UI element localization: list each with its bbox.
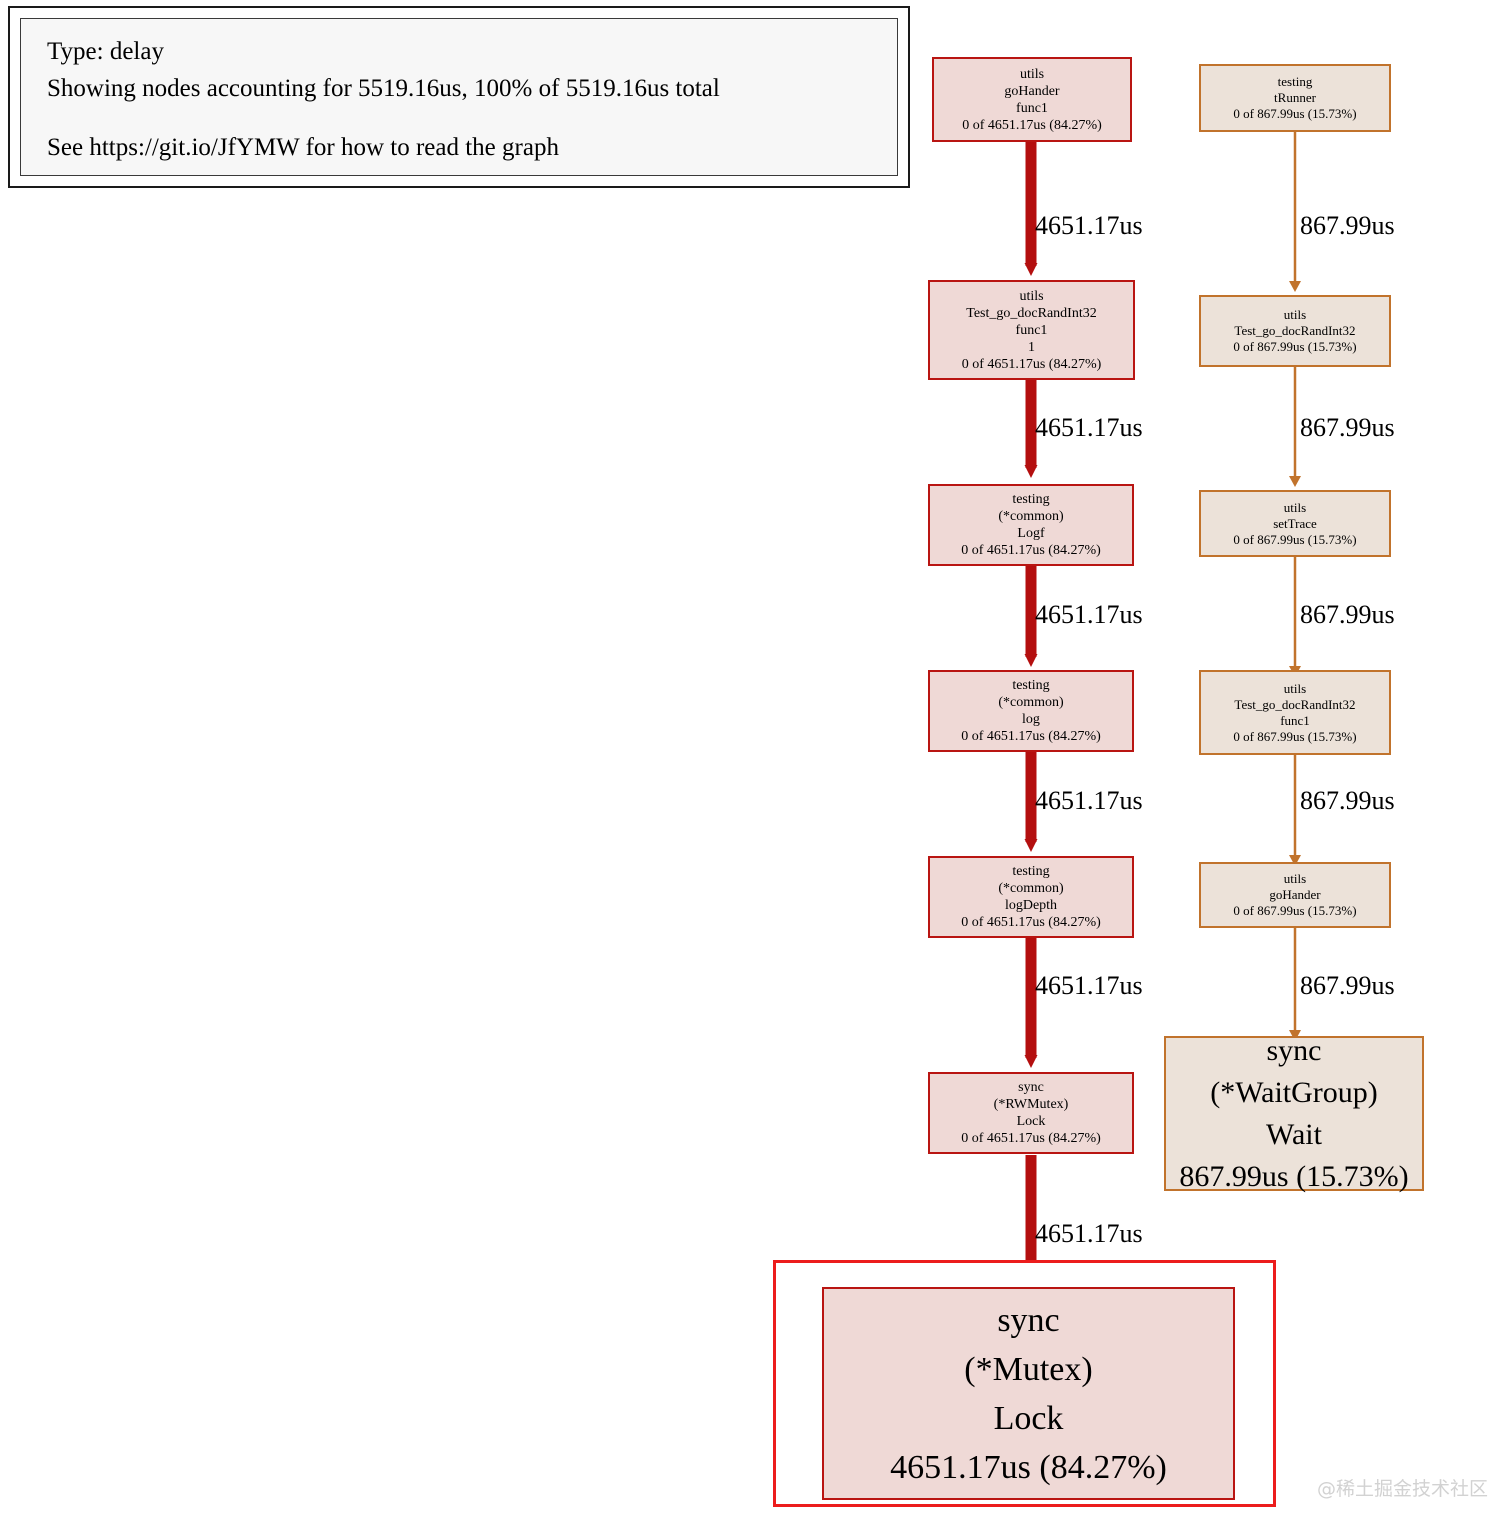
- edge-label-right: 867.99us: [1300, 786, 1395, 815]
- legend-inner-box: Type: delay Showing nodes accounting for…: [20, 18, 898, 176]
- edge-label-left: 4651.17us: [1035, 1219, 1143, 1248]
- edge-label-left: 4651.17us: [1035, 786, 1143, 815]
- node-line: testing: [1277, 74, 1313, 89]
- site-watermark: @稀土掘金技术社区: [1316, 1478, 1488, 1500]
- node-line: utils: [1283, 680, 1307, 696]
- node-sync-waitgroup-wait[interactable]: sync (*WaitGroup) Wait 867.99us (15.73%): [1164, 1034, 1424, 1193]
- node-stat-line: 0 of 4651.17us (84.27%): [961, 356, 1102, 372]
- node-testing-trunner[interactable]: testing tRunner 0 of 867.99us (15.73%): [1199, 64, 1391, 132]
- node-line: setTrace: [1273, 515, 1317, 531]
- node-stat-line: 0 of 4651.17us (84.27%): [961, 915, 1101, 930]
- node-line: Lock: [993, 1399, 1064, 1437]
- node-utils-test-go-docrandint32-func1-1[interactable]: utils Test_go_docRandInt32 func1 1 0 of …: [928, 280, 1135, 380]
- legend-showing-line: Showing nodes accounting for 5519.16us, …: [47, 75, 720, 102]
- node-utils-test-go-docrandint32-func1[interactable]: utils Test_go_docRandInt32 func1 0 of 86…: [1199, 670, 1391, 755]
- node-line: utils: [1019, 288, 1044, 304]
- node-stat-line: 0 of 867.99us (15.73%): [1233, 728, 1357, 744]
- edge-label-left: 4651.17us: [1035, 413, 1143, 442]
- node-line: func1: [1015, 322, 1048, 338]
- edge-label-right: 867.99us: [1300, 413, 1395, 442]
- node-stat-line: 0 of 867.99us (15.73%): [1233, 531, 1357, 547]
- node-line: Test_go_docRandInt32: [1234, 696, 1356, 712]
- node-line: utils: [1283, 871, 1307, 886]
- node-utils-test-go-docrandint32[interactable]: utils Test_go_docRandInt32 0 of 867.99us…: [1199, 295, 1391, 367]
- node-line: tRunner: [1274, 90, 1316, 105]
- node-stat-line: 867.99us (15.73%): [1179, 1159, 1409, 1193]
- node-stat-line: 0 of 4651.17us (84.27%): [961, 1131, 1101, 1146]
- legend-type-line: Type: delay: [47, 38, 164, 65]
- node-utils-settrace[interactable]: utils setTrace 0 of 867.99us (15.73%): [1199, 490, 1391, 557]
- edge-label-left: 4651.17us: [1035, 971, 1143, 1000]
- edge-label-left: 4651.17us: [1035, 600, 1143, 629]
- node-stat-line: 0 of 867.99us (15.73%): [1233, 339, 1357, 354]
- node-line: logDepth: [1004, 898, 1058, 913]
- node-line: sync: [997, 1301, 1060, 1339]
- node-line: sync: [1018, 1080, 1044, 1095]
- node-line: (*common): [998, 509, 1064, 524]
- node-line: 1: [1028, 339, 1035, 355]
- node-line: testing: [1012, 492, 1050, 507]
- node-line: utils: [1283, 307, 1307, 322]
- node-stat-line: 0 of 4651.17us (84.27%): [962, 117, 1102, 133]
- node-line: func1: [1016, 100, 1048, 116]
- edge-label-right: 867.99us: [1300, 211, 1395, 240]
- node-testing-common-log[interactable]: testing (*common) log 0 of 4651.17us (84…: [928, 670, 1134, 752]
- node-testing-common-logf[interactable]: testing (*common) Logf 0 of 4651.17us (8…: [928, 484, 1134, 566]
- legend-help-line: See https://git.io/JfYMW for how to read…: [47, 134, 559, 161]
- node-sync-rwmutex-lock[interactable]: sync (*RWMutex) Lock 0 of 4651.17us (84.…: [928, 1072, 1134, 1154]
- node-line: testing: [1012, 864, 1050, 879]
- edge-label-right: 867.99us: [1300, 600, 1395, 629]
- node-line: testing: [1012, 678, 1050, 693]
- node-sync-mutex-lock[interactable]: sync (*Mutex) Lock 4651.17us (84.27%): [822, 1287, 1235, 1500]
- node-line: (*RWMutex): [993, 1097, 1069, 1112]
- node-line: utils: [1019, 66, 1045, 82]
- node-line: Test_go_docRandInt32: [966, 305, 1097, 321]
- node-line: log: [1022, 712, 1040, 727]
- node-line: (*Mutex): [964, 1350, 1093, 1388]
- node-line: (*common): [998, 695, 1064, 710]
- edge-label-left: 4651.17us: [1035, 211, 1143, 240]
- node-stat-line: 0 of 4651.17us (84.27%): [961, 543, 1101, 558]
- node-testing-common-logdepth[interactable]: testing (*common) logDepth 0 of 4651.17u…: [928, 856, 1134, 938]
- node-line: Logf: [1017, 526, 1045, 541]
- node-stat-line: 0 of 4651.17us (84.27%): [961, 729, 1101, 744]
- node-line: (*WaitGroup): [1210, 1075, 1378, 1109]
- node-utils-gohander[interactable]: utils goHander 0 of 867.99us (15.73%): [1199, 862, 1391, 928]
- node-line: goHander: [1269, 887, 1321, 902]
- node-line: Lock: [1016, 1114, 1046, 1129]
- node-line: goHander: [1004, 83, 1060, 99]
- node-line: func1: [1280, 712, 1310, 728]
- node-stat-line: 0 of 867.99us (15.73%): [1233, 106, 1357, 121]
- node-line: sync: [1266, 1033, 1322, 1067]
- node-utils-gohander-func1[interactable]: utils goHander func1 0 of 4651.17us (84.…: [932, 57, 1132, 142]
- node-line: Wait: [1266, 1117, 1322, 1151]
- edge-label-right: 867.99us: [1300, 971, 1395, 1000]
- node-line: (*common): [998, 881, 1064, 896]
- node-stat-line: 4651.17us (84.27%): [890, 1448, 1167, 1486]
- node-stat-line: 0 of 867.99us (15.73%): [1233, 903, 1357, 918]
- node-line: Test_go_docRandInt32: [1234, 323, 1356, 338]
- node-line: utils: [1283, 499, 1307, 515]
- legend-box: Type: delay Showing nodes accounting for…: [8, 6, 910, 188]
